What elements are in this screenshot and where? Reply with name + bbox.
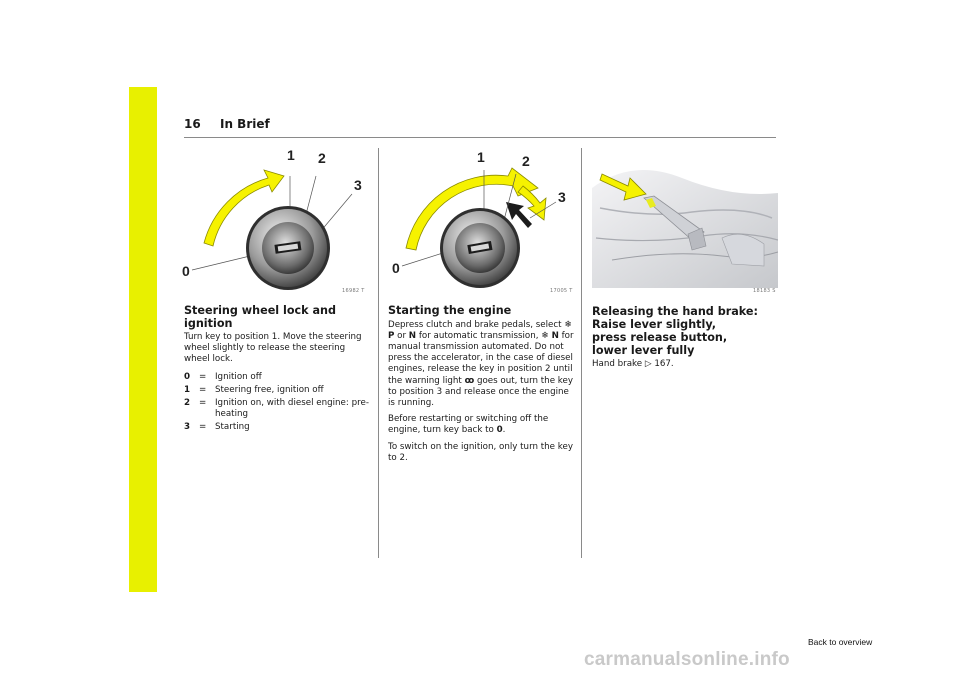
page-number: 16: [184, 117, 201, 131]
snowflake-icon: ❄: [541, 330, 549, 341]
figure-label: 3: [558, 189, 566, 205]
definition-row: 0 = Ignition off: [184, 371, 262, 382]
figure-label: 3: [354, 177, 362, 193]
position-definitions: 0 = Ignition off 1 = Steering free, igni…: [184, 372, 369, 434]
hand-brake-illustration: [592, 148, 778, 290]
heading-hand-brake: Releasing the hand brake: Raise lever sl…: [592, 305, 758, 357]
definition-row: 2 = Ignition on, with diesel engine: pre…: [184, 398, 369, 420]
paragraph: Before restarting or switching off the e…: [388, 414, 549, 436]
back-to-overview-link[interactable]: Back to overview: [808, 637, 873, 647]
cross-reference[interactable]: Hand brake ▷ 167.: [592, 359, 674, 369]
return-arrow: [506, 202, 532, 228]
paragraph: To switch on the ignition, only turn the…: [388, 441, 573, 463]
figure-label: 2: [318, 150, 326, 166]
figure-label: 0: [182, 263, 190, 279]
figure-code: 18183 S: [753, 288, 776, 294]
column-hand-brake: Releasing the hand brake: Raise lever sl…: [592, 305, 778, 375]
release-arrow: [599, 173, 647, 201]
column-divider-2: [581, 148, 582, 558]
figure-label: 1: [477, 149, 485, 165]
page-reference-icon: ▷: [644, 359, 652, 369]
header-divider: [184, 137, 776, 138]
column-ignition: Steering wheel lock and ignition Turn ke…: [184, 304, 369, 436]
glow-plug-warning-icon: ꝏ: [464, 375, 475, 386]
heading-ignition: Steering wheel lock and ignition: [184, 304, 337, 330]
heading-starting: Starting the engine: [388, 304, 512, 317]
figure-label: 0: [392, 260, 400, 276]
figure-label: 2: [522, 153, 530, 169]
section-title: In Brief: [220, 117, 270, 131]
figure-code: 16982 T: [342, 288, 365, 294]
figure-label: 1: [287, 148, 295, 163]
ignition-lock-illustration: 1 2 3 0: [182, 148, 362, 290]
figure-code: 17005 T: [550, 288, 573, 294]
paragraph: Turn key to position 1. Move the steerin…: [184, 332, 362, 365]
watermark: carmanualsonline.info: [584, 649, 790, 670]
starting-engine-illustration: 1 2 3 0: [392, 149, 566, 288]
definition-row: 3 = Starting: [184, 422, 250, 433]
definition-row: 1 = Steering free, ignition off: [184, 384, 324, 395]
paragraph: Depress clutch and brake pedals, select …: [388, 319, 574, 408]
chapter-tab-bar: [129, 87, 157, 592]
snowflake-icon: ❄: [564, 319, 572, 330]
column-divider-1: [378, 148, 379, 558]
column-starting: Starting the engine Depress clutch and b…: [388, 304, 574, 469]
rotation-arrow: [203, 169, 285, 247]
